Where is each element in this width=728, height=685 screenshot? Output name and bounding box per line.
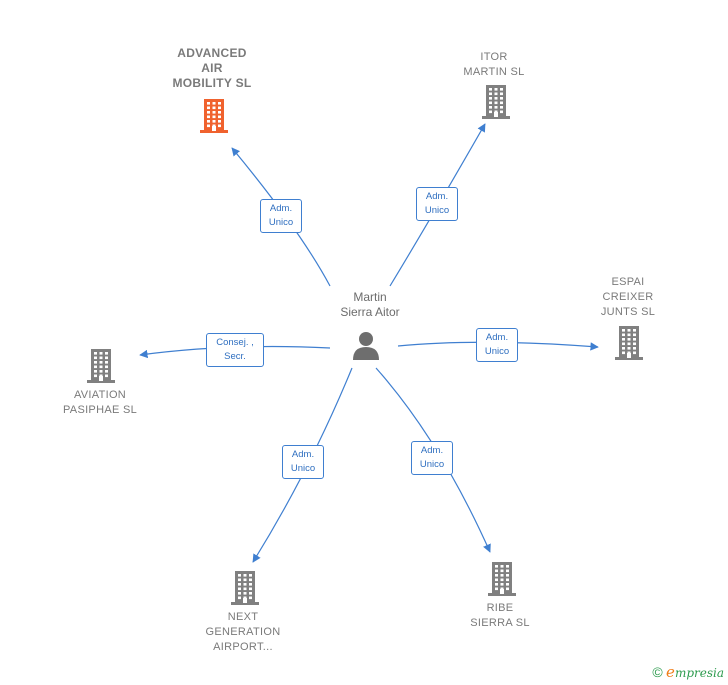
role-badge-advanced[interactable]: Adm. Unico	[260, 199, 302, 233]
company-name-itor[interactable]: ITOR MARTIN SL	[463, 51, 525, 78]
copyright-symbol: ©	[652, 664, 663, 680]
person-name[interactable]: Martin Sierra Aitor	[340, 290, 400, 319]
company-name-ribe[interactable]: RIBE SIERRA SL	[470, 602, 530, 629]
company-name-espai[interactable]: ESPAI CREIXER JUNTS SL	[600, 276, 656, 318]
role-badge-next[interactable]: Adm. Unico	[282, 445, 324, 479]
role-badge-itor[interactable]: Adm. Unico	[416, 187, 458, 221]
building-icon[interactable]	[200, 99, 228, 138]
building-icon[interactable]	[482, 85, 510, 124]
company-name-aviation[interactable]: AVIATION PASIPHAE SL	[62, 389, 138, 416]
person-icon[interactable]	[351, 330, 381, 365]
company-name-advanced[interactable]: ADVANCED AIR MOBILITY SL	[172, 46, 252, 90]
brand-logo-initial: e	[666, 663, 675, 681]
role-badge-aviation[interactable]: Consej. , Secr.	[206, 333, 264, 367]
footer-brand: © empresia	[652, 663, 724, 681]
building-icon[interactable]	[231, 571, 259, 610]
building-icon[interactable]	[615, 326, 643, 365]
building-icon[interactable]	[87, 349, 115, 388]
company-name-next[interactable]: NEXT GENERATION AIRPORT...	[205, 611, 281, 653]
building-icon[interactable]	[488, 562, 516, 601]
brand-name: mpresia	[674, 666, 724, 680]
role-badge-espai[interactable]: Adm. Unico	[476, 328, 518, 362]
role-badge-ribe[interactable]: Adm. Unico	[411, 441, 453, 475]
